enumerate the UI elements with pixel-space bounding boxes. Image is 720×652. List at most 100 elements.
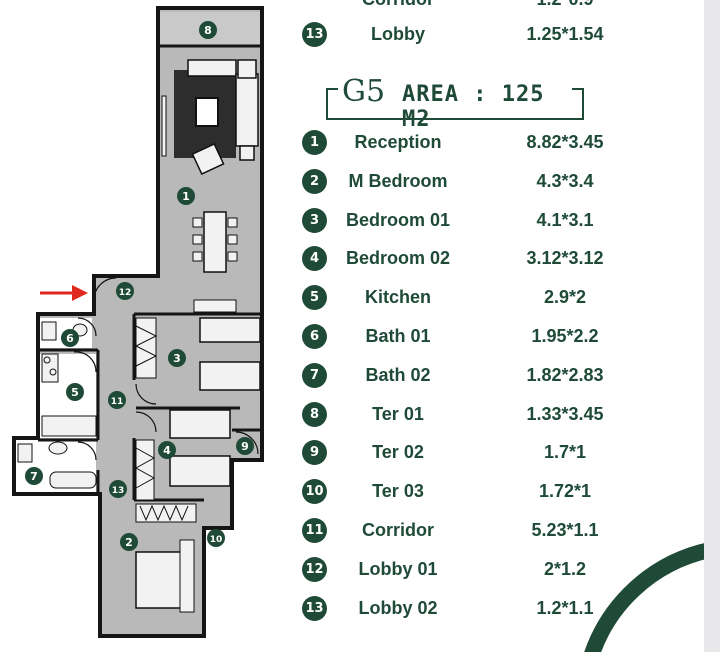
bedroom-3-furniture — [134, 317, 261, 391]
room-row: 7 Bath 02 1.82*2.83 — [290, 362, 690, 395]
plan-marker-8: 8 — [199, 21, 217, 39]
title-frame-bottom — [326, 118, 582, 120]
room-dims: 8.82*3.45 — [526, 132, 604, 152]
room-dims: 4.3*3.4 — [536, 170, 594, 191]
plan-marker-1: 1 — [177, 187, 195, 205]
plan-marker-6: 6 — [61, 329, 79, 347]
title-frame-right-cap — [572, 88, 584, 90]
plan-marker-2: 2 — [120, 533, 138, 551]
room-dims: 2*1.2 — [543, 558, 587, 579]
plan-marker-7: 7 — [25, 467, 43, 485]
room-name: Lobby — [371, 24, 425, 44]
plan-marker-label: 1 — [182, 190, 190, 203]
room-name: Lobby 01 — [358, 558, 438, 579]
room-number-badge: 9 — [302, 440, 327, 466]
room-dims: 3.12*3.12 — [526, 248, 604, 269]
room-number-badge: 7 — [302, 362, 327, 388]
room-name: Bath 02 — [365, 364, 431, 385]
plan-room-markers: 8 1 12 6 3 5 11 4 9 7 13 2 10 — [25, 21, 254, 551]
room-dims: 4.1*3.1 — [536, 209, 594, 230]
plan-marker-label: 10 — [210, 535, 223, 545]
plan-marker-label: 6 — [66, 332, 74, 345]
room-row-partial: Corridor 1.2*0.9 — [290, 0, 690, 16]
plan-marker-13: 13 — [109, 480, 127, 498]
wet-areas-fixtures — [17, 321, 97, 489]
room-dims: 1.7*1 — [543, 442, 587, 463]
room-dims: 1.25*1.54 — [526, 24, 604, 44]
room-name: Ter 02 — [372, 442, 424, 463]
unit-area: AREA : 125 M2 — [402, 82, 545, 132]
room-dims: 1.2*0.9 — [495, 0, 635, 10]
room-number-badge: 4 — [302, 246, 327, 272]
room-dims: 5.23*1.1 — [531, 520, 599, 540]
plan-marker-12: 12 — [116, 282, 134, 300]
room-name: Lobby 02 — [358, 597, 438, 618]
room-number-badge: 3 — [302, 207, 327, 233]
title-frame-left — [326, 88, 328, 120]
room-name: Bath 01 — [365, 326, 431, 346]
room-dims: 1.72*1 — [538, 481, 592, 502]
room-name: Bedroom 02 — [345, 248, 451, 269]
living-furniture — [161, 59, 259, 176]
decorative-arc — [584, 542, 710, 652]
floor-plan: 8 1 12 6 3 5 11 4 9 7 13 2 10 — [12, 6, 264, 638]
plan-marker-label: 7 — [30, 470, 38, 483]
title-frame-left-cap — [326, 88, 338, 90]
room-row: 8 Ter 01 1.33*3.45 — [290, 401, 690, 434]
room-row: 6 Bath 01 1.95*2.2 — [290, 324, 690, 356]
room-dims: 1.2*1.1 — [536, 597, 594, 618]
room-dims: 1.82*2.83 — [526, 364, 604, 385]
room-name: Corridor — [362, 520, 434, 540]
room-number-badge: 13 — [302, 595, 327, 621]
plan-marker-label: 3 — [173, 352, 181, 365]
room-number-badge: 13 — [302, 22, 327, 47]
room-row: 10 Ter 03 1.72*1 — [290, 479, 690, 511]
room-name: Ter 01 — [372, 403, 424, 424]
bedroom-4-furniture — [134, 409, 231, 501]
plan-marker-label: 13 — [112, 486, 125, 496]
room-row: 2 M Bedroom 4.3*3.4 — [290, 168, 690, 201]
title-frame-right — [582, 88, 584, 120]
right-edge-bar — [704, 0, 720, 652]
plan-marker-9: 9 — [236, 437, 254, 455]
plan-marker-label: 8 — [204, 24, 212, 37]
plan-marker-label: 4 — [163, 444, 171, 457]
plan-marker-label: 5 — [71, 386, 79, 399]
room-dims: 2.9*2 — [543, 287, 587, 308]
room-row-lobby: 13 Lobby 1.25*1.54 — [290, 22, 690, 54]
plan-marker-11: 11 — [108, 391, 126, 409]
room-name: M Bedroom — [348, 170, 448, 191]
room-number-badge: 6 — [302, 324, 327, 349]
plan-marker-10: 10 — [207, 529, 225, 547]
room-dims: 1.95*2.2 — [531, 326, 599, 346]
room-row: 11 Corridor 5.23*1.1 — [290, 518, 690, 550]
entrance-arrow — [40, 285, 88, 301]
plan-marker-label: 2 — [125, 536, 133, 549]
room-number-badge: 2 — [302, 168, 327, 194]
room-number-badge: 8 — [302, 401, 327, 427]
room-name: Ter 03 — [372, 481, 424, 502]
plan-marker-label: 9 — [241, 440, 249, 453]
room-row: 4 Bedroom 02 3.12*3.12 — [290, 246, 690, 278]
master-bedroom-furniture — [135, 503, 197, 613]
room-number-badge: 5 — [302, 285, 327, 311]
room-row: 13 Lobby 02 1.2*1.1 — [290, 595, 690, 628]
room-dims: 1.33*3.45 — [526, 403, 604, 424]
room-number-badge: 1 — [302, 130, 327, 155]
room-row: 9 Ter 02 1.7*1 — [290, 440, 690, 472]
room-number-badge: 10 — [302, 479, 327, 505]
interior-walls — [38, 44, 262, 530]
room-number-badge: 11 — [302, 518, 327, 543]
dining-table — [192, 211, 238, 313]
unit-title: G5 AREA : 125 M2 — [326, 74, 584, 132]
room-name: Corridor — [328, 0, 468, 10]
plan-marker-label: 12 — [119, 288, 132, 298]
plan-marker-5: 5 — [66, 383, 84, 401]
plan-marker-3: 3 — [168, 349, 186, 367]
plan-marker-label: 11 — [111, 397, 124, 407]
plan-marker-4: 4 — [158, 441, 176, 459]
room-name: Reception — [354, 132, 442, 152]
